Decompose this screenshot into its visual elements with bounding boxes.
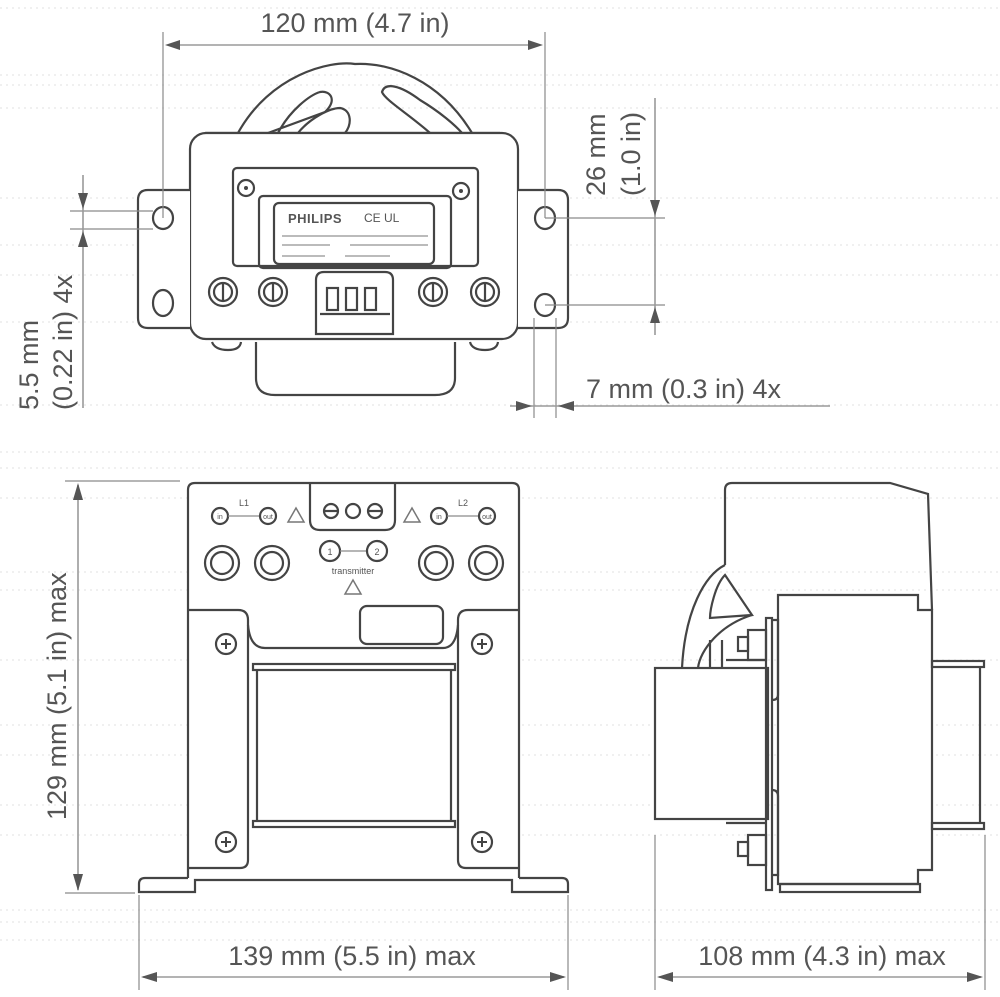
- phillips-screw-icon: [214, 632, 238, 656]
- phillips-screw-icon: [470, 632, 494, 656]
- svg-text:1: 1: [327, 547, 332, 557]
- hole-diameter-dimension: 5.5 mm: [14, 320, 44, 410]
- brand-logo: PHILIPS: [288, 211, 342, 226]
- terminal-screw: [417, 276, 449, 308]
- top-view: PHILIPS CE UL 120 mm (4.7 in): [14, 8, 830, 418]
- label-slot: [358, 604, 445, 646]
- terminal-screw: [467, 544, 505, 582]
- hole-spacing-dimension-inches: (1.0 in): [616, 112, 646, 196]
- nameplate: [272, 201, 436, 266]
- svg-text:L2: L2: [458, 498, 468, 508]
- terminal-screw: [207, 276, 239, 308]
- screw-icon: [451, 181, 471, 201]
- svg-text:transmitter: transmitter: [332, 566, 375, 576]
- front-height-dimension: 129 mm (5.1 in) max: [42, 572, 72, 820]
- front-view: in out L1 in out L2 1 2 t: [42, 480, 570, 990]
- svg-text:out: out: [263, 514, 273, 521]
- warning-icon: [286, 506, 306, 523]
- terminal-screw: [417, 544, 455, 582]
- terminal-screw: [203, 544, 241, 582]
- mounting-hole: [151, 288, 175, 318]
- l2-terminal-labels: in out L2: [402, 498, 497, 526]
- side-view: 108 mm (4.3 in) max: [653, 481, 986, 990]
- hole-spacing-dimension: 26 mm: [581, 113, 611, 196]
- phillips-screw-icon: [214, 830, 238, 854]
- front-width-dimension: 139 mm (5.5 in) max: [228, 941, 476, 971]
- transmitter-labels: 1 2 transmitter: [318, 539, 389, 595]
- side-depth-dimension: 108 mm (4.3 in) max: [698, 941, 946, 971]
- svg-text:in: in: [217, 514, 223, 521]
- transmitter-terminals: [322, 502, 384, 520]
- certification-marks: CE UL: [364, 211, 400, 225]
- svg-text:in: in: [436, 514, 442, 521]
- slot-width-dimension: 7 mm (0.3 in) 4x: [586, 374, 782, 404]
- terminal-screw: [257, 276, 289, 308]
- terminal-screw: [253, 544, 291, 582]
- screw-icon: [236, 178, 256, 198]
- svg-text:L1: L1: [239, 498, 249, 508]
- terminal-screw: [469, 276, 501, 308]
- svg-text:2: 2: [374, 547, 379, 557]
- warning-icon: [402, 506, 422, 523]
- svg-text:out: out: [482, 514, 492, 521]
- l1-terminal-labels: in out L1: [210, 498, 306, 526]
- phillips-screw-icon: [470, 830, 494, 854]
- top-width-dimension: 120 mm (4.7 in): [260, 8, 449, 38]
- warning-icon: [343, 578, 363, 595]
- hole-diameter-dimension-inches: (0.22 in) 4x: [48, 274, 78, 410]
